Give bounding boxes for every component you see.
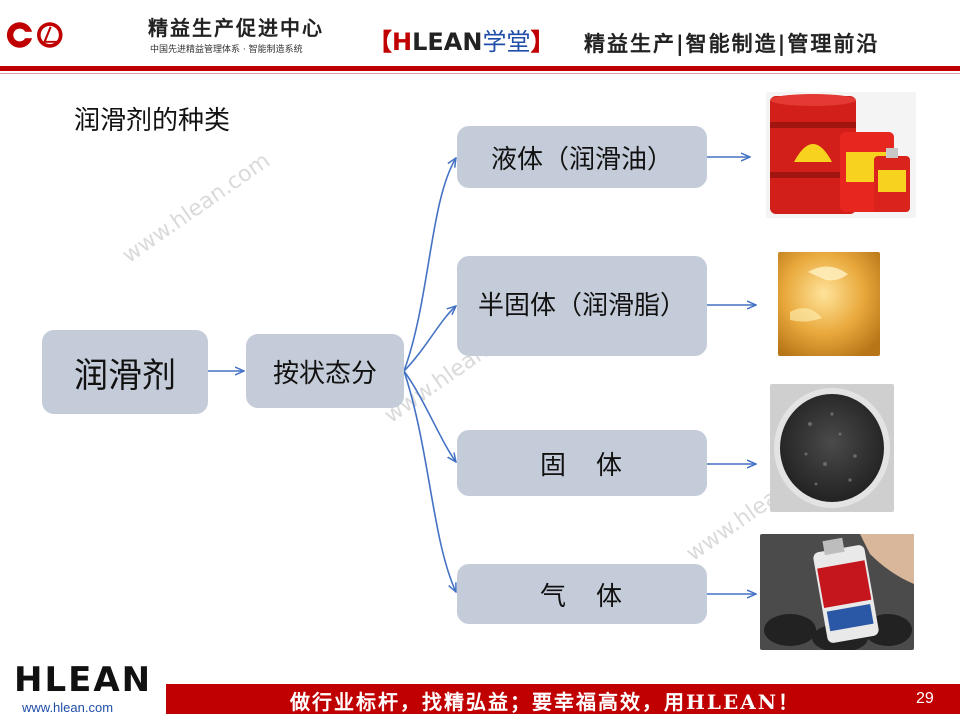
header-slogan: 精益生产|智能制造|管理前沿 bbox=[584, 32, 880, 56]
page-number: 29 bbox=[916, 690, 934, 707]
spray-can-image bbox=[760, 534, 914, 650]
grease-image bbox=[778, 252, 880, 356]
header-divider-thin bbox=[0, 73, 960, 74]
category-box-solid: 固 体 bbox=[457, 430, 707, 496]
footer-url-link[interactable]: www.hlean.com bbox=[22, 700, 114, 715]
brand-bracket-open: 【 bbox=[368, 28, 392, 56]
arrow-to-liquid bbox=[403, 158, 456, 372]
page-title: 润滑剂的种类 bbox=[74, 106, 231, 136]
footer-slogan: 做行业标杆，找精弘益；要幸福高效，用HLEAN！ bbox=[290, 690, 801, 714]
arrow-to-solid bbox=[403, 370, 456, 462]
root-box: 润滑剂 bbox=[42, 330, 208, 414]
category-box-semisolid: 半固体（润滑脂） bbox=[457, 256, 707, 356]
category-box-gas: 气 体 bbox=[457, 564, 707, 624]
footer-logo: HLEAN bbox=[14, 660, 153, 700]
classifier-box: 按状态分 bbox=[246, 334, 404, 408]
brand-h: H bbox=[392, 28, 413, 56]
footer-bar bbox=[166, 684, 960, 714]
arrow-to-semisolid bbox=[403, 306, 456, 372]
logo-subtitle: 中国先进精益管理体系 · 智能制造系统 bbox=[150, 45, 303, 55]
brand-cn: 学堂 bbox=[482, 28, 531, 56]
brand-bracket-close: 】 bbox=[530, 28, 555, 56]
logo-title: 精益生产促进中心 bbox=[148, 16, 324, 40]
oil-barrels-image bbox=[766, 92, 916, 218]
header-divider bbox=[0, 66, 960, 71]
brand-lean: LEAN bbox=[412, 28, 483, 56]
company-logo-icon bbox=[6, 22, 63, 48]
category-box-liquid: 液体（润滑油） bbox=[457, 126, 707, 188]
brand-tag: 【HLEAN学堂】 bbox=[368, 22, 554, 57]
arrow-to-gas bbox=[403, 370, 456, 592]
solid-powder-image bbox=[770, 384, 894, 512]
